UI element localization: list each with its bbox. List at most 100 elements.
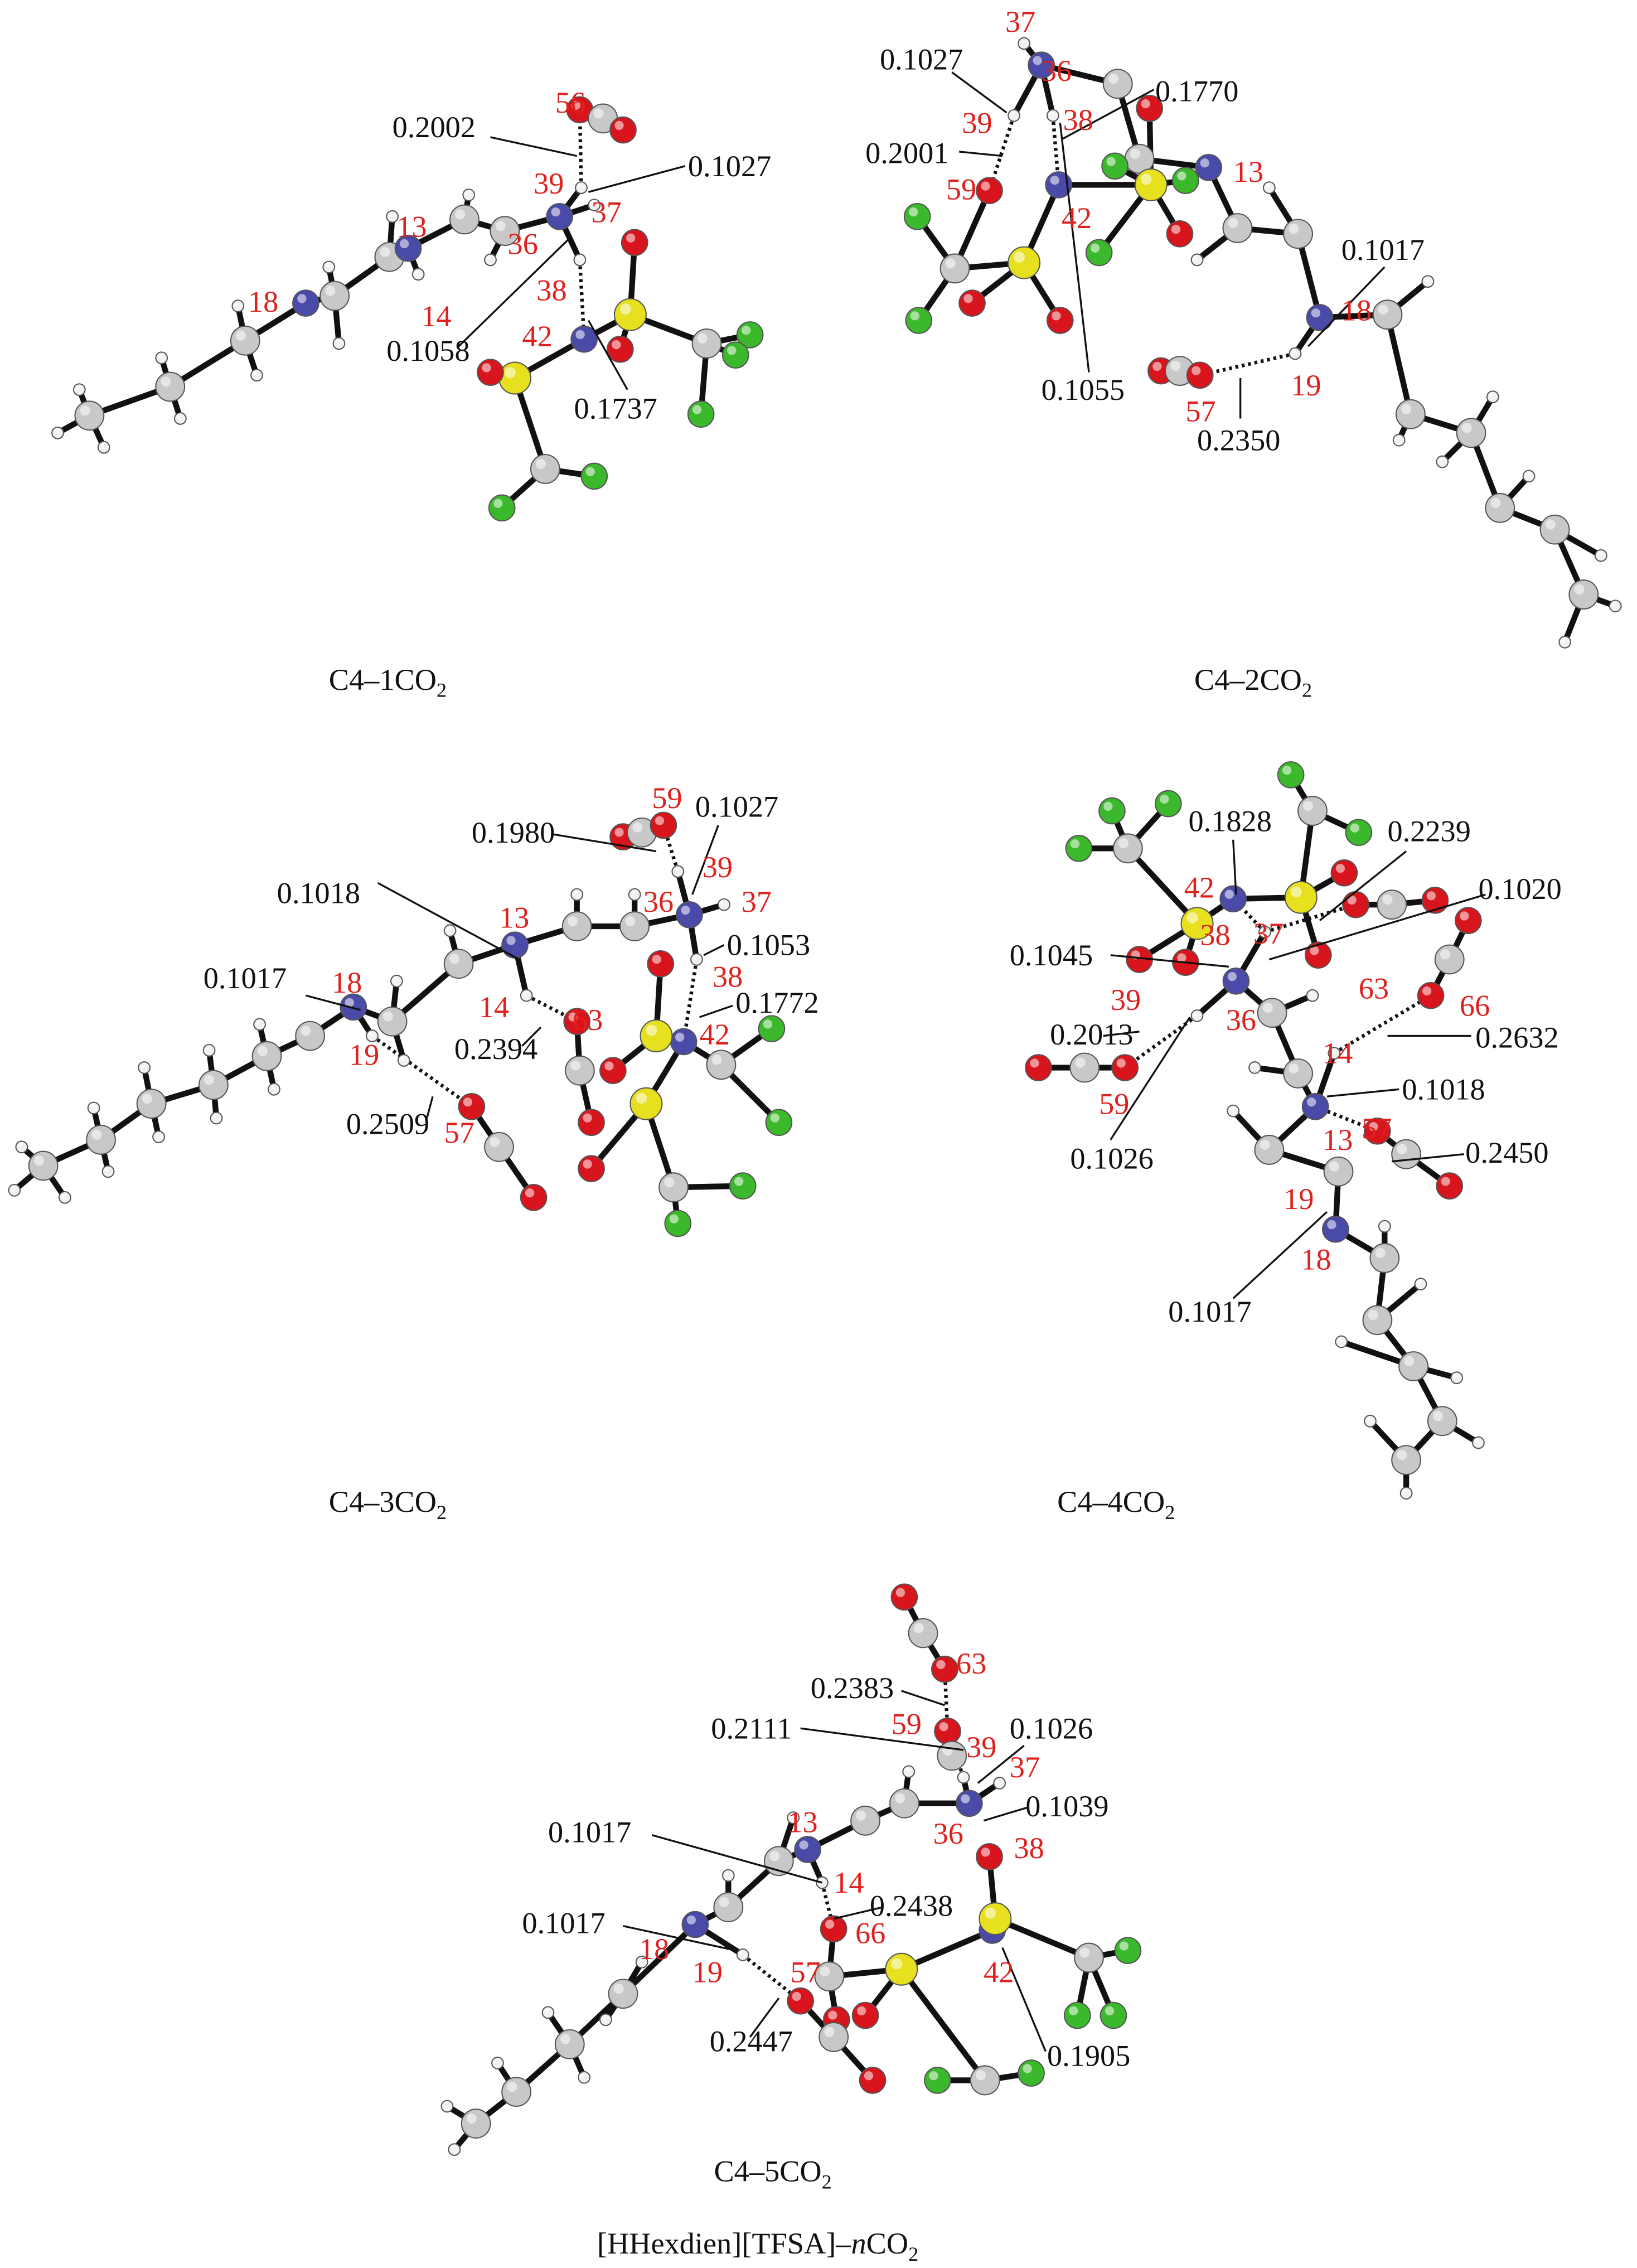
bond <box>1384 312 1414 417</box>
atom-highlight <box>790 1814 794 1818</box>
atom-highlight <box>1251 1063 1256 1068</box>
atom-highlight <box>824 2027 835 2037</box>
atom-C <box>850 1805 880 1836</box>
atom-F <box>488 494 516 522</box>
atom-C <box>818 2022 849 2052</box>
leader-line <box>1110 1017 1191 1140</box>
atom-C <box>295 1021 326 1051</box>
atom-highlight <box>204 1075 215 1085</box>
atom-H <box>816 1876 829 1889</box>
atom-highlight <box>1366 1417 1370 1421</box>
atom-C <box>1391 1139 1422 1169</box>
atom-highlight <box>451 2145 455 2150</box>
atom-N <box>676 901 703 929</box>
atom-highlight <box>638 1958 642 1962</box>
atom-N <box>1306 304 1334 331</box>
atom-highlight <box>1103 801 1113 811</box>
atom-highlight <box>205 1046 210 1051</box>
leader-line <box>305 994 361 1011</box>
atom-S <box>1134 168 1168 201</box>
atom-highlight <box>583 1159 592 1169</box>
atom-C <box>1427 1406 1457 1437</box>
atom-C <box>939 253 970 284</box>
caption-subscript: 2 <box>1165 1501 1175 1524</box>
atom-number-label: 39 <box>966 1730 996 1764</box>
atom-highlight <box>619 303 631 315</box>
atom-number-label: 38 <box>1200 918 1230 952</box>
atom-highlight <box>864 2071 874 2081</box>
atom-highlight <box>1170 360 1181 371</box>
atom-O <box>1417 981 1445 1009</box>
atom-C <box>155 371 186 402</box>
atom-number-label: 19 <box>692 1956 723 1989</box>
atom-highlight <box>91 1129 102 1140</box>
atom-O <box>1436 1172 1464 1200</box>
atom-highlight <box>544 2008 549 2013</box>
atom-number-label: 37 <box>1010 1750 1040 1784</box>
atom-number-label: 57 <box>1362 1111 1392 1145</box>
atom-O <box>934 1718 961 1745</box>
atom-highlight <box>1404 1356 1415 1366</box>
atom-highlight <box>975 2070 986 2081</box>
atom-highlight <box>895 1793 905 1803</box>
atom-O <box>931 1655 958 1683</box>
leader-line <box>703 944 725 956</box>
atom-F <box>905 307 933 334</box>
atom-N <box>1222 967 1250 995</box>
atom-highlight <box>493 499 503 508</box>
molecule-panel-2 <box>903 37 1622 649</box>
atom-H <box>1450 1371 1464 1385</box>
atom-highlight <box>1106 157 1116 166</box>
leader-line <box>833 1906 883 1920</box>
atom-number-label: 42 <box>1184 871 1214 904</box>
atom-C <box>1074 1942 1104 1973</box>
atom-C <box>1362 1305 1393 1336</box>
atom-F <box>1085 239 1113 267</box>
atom-highlight <box>1422 986 1432 996</box>
atom-highlight <box>799 1840 808 1850</box>
atom-highlight <box>1327 1220 1336 1230</box>
atom-H <box>902 1765 916 1778</box>
atom-H <box>173 412 187 425</box>
atom-highlight <box>140 1063 145 1068</box>
atom-highlight <box>1023 2064 1032 2073</box>
atom-highlight <box>400 1056 404 1061</box>
atom-highlight <box>669 1214 679 1224</box>
atom-highlight <box>297 294 307 303</box>
atom-highlight <box>909 207 918 217</box>
atom-F <box>1064 2001 1091 2029</box>
atom-highlight <box>1192 366 1201 375</box>
atom-H <box>1522 470 1536 483</box>
atom-S <box>498 361 531 395</box>
bond <box>898 1927 995 1972</box>
atom-highlight <box>1489 393 1493 397</box>
atom-C <box>561 911 592 941</box>
atom-H <box>1378 1220 1391 1233</box>
bond-distance-label: 0.1027 <box>688 149 771 183</box>
atom-highlight <box>1177 953 1186 963</box>
atom-number-label: 39 <box>534 167 564 200</box>
atom-highlight <box>154 1133 159 1137</box>
atom-H <box>957 1771 970 1784</box>
atom-highlight <box>368 1032 372 1036</box>
atom-highlight <box>1052 311 1061 321</box>
atom-number-label: 63 <box>1359 971 1389 1005</box>
atom-H <box>599 2013 612 2027</box>
atom-C <box>1395 399 1426 429</box>
atom-N <box>1322 1215 1349 1243</box>
atom-number-label: 57 <box>444 1116 474 1149</box>
atom-number-label: 13 <box>1323 1123 1353 1157</box>
atom-number-label: 13 <box>396 210 427 244</box>
atom-highlight <box>583 1113 592 1123</box>
atom-C <box>1257 998 1287 1028</box>
atom-highlight <box>1069 2006 1078 2016</box>
bond-distance-label: 0.1905 <box>1047 2039 1130 2073</box>
atom-H <box>718 898 730 911</box>
atom-highlight <box>929 2071 938 2081</box>
atom-highlight <box>981 181 990 191</box>
atom-F <box>1345 819 1373 847</box>
atom-highlight <box>1105 2006 1115 2016</box>
atom-highlight <box>1030 1058 1039 1068</box>
atom-highlight <box>939 1722 948 1732</box>
atom-highlight <box>1261 928 1266 932</box>
